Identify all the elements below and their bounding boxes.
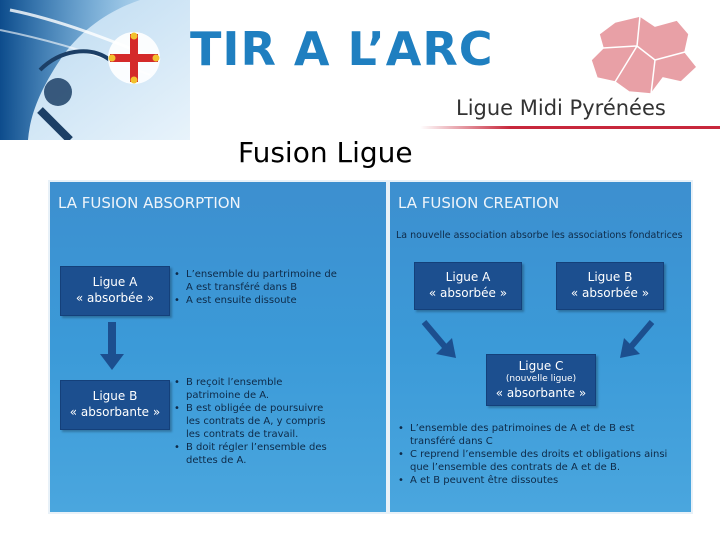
list-item: A et B peuvent être dissoutes bbox=[398, 474, 667, 487]
creation-bullets: L’ensemble des patrimoines de A et de B … bbox=[398, 422, 667, 487]
list-item: A est transféré dans B bbox=[186, 282, 298, 293]
ligue-underline bbox=[420, 126, 720, 129]
absorption-ligue-b-box: Ligue B « absorbante » bbox=[60, 380, 170, 430]
arrow-down-icon bbox=[100, 322, 124, 370]
list-item: que l’ensemble des contrats de A et de B… bbox=[410, 462, 621, 473]
list-item: B doit régler l’ensemble des bbox=[174, 441, 327, 454]
arrow-down-right-icon bbox=[421, 320, 456, 358]
box-role: « absorbée » bbox=[75, 291, 155, 305]
ligue-name: Ligue Midi Pyrénées bbox=[456, 96, 666, 120]
occitan-cross-icon bbox=[108, 32, 160, 84]
box-title: Ligue B bbox=[587, 270, 633, 285]
slide-title: Fusion Ligue bbox=[238, 136, 413, 169]
header-banner: TIR A L’ARC Ligue Midi Pyrénées bbox=[0, 0, 720, 140]
box-role: « absorbante » bbox=[69, 405, 161, 419]
list-item: L’ensemble des patrimoines de A et de B … bbox=[398, 422, 667, 435]
creation-ligue-c-box: Ligue C (nouvelle ligue) « absorbante » bbox=[486, 354, 596, 406]
archer-logo bbox=[0, 0, 190, 140]
brand-title: TIR A L’ARC bbox=[190, 22, 494, 76]
list-item: A est ensuite dissoute bbox=[174, 294, 337, 307]
list-item: dettes de A. bbox=[186, 455, 247, 466]
box-title: Ligue A bbox=[92, 275, 138, 290]
list-item: les contrats de travail. bbox=[186, 429, 299, 440]
list-item: C reprend l’ensemble des droits et oblig… bbox=[398, 448, 667, 461]
list-item: transféré dans C bbox=[410, 436, 493, 447]
arrow-down-left-icon bbox=[620, 320, 655, 358]
box-role: « absorbée » bbox=[428, 286, 508, 300]
fusion-diagram: LA FUSION ABSORPTION Ligue A « absorbée … bbox=[48, 180, 693, 514]
creation-subtitle: La nouvelle association absorbe les asso… bbox=[396, 230, 683, 241]
creation-heading: LA FUSION CREATION bbox=[398, 194, 560, 212]
box-title: Ligue A bbox=[445, 270, 491, 285]
box-role: « absorbante » bbox=[495, 385, 587, 400]
creation-ligue-a-box: Ligue A « absorbée » bbox=[414, 262, 522, 310]
absorption-heading: LA FUSION ABSORPTION bbox=[58, 194, 241, 212]
list-item: patrimoine de A. bbox=[186, 390, 270, 401]
absorption-ligue-a-box: Ligue A « absorbée » bbox=[60, 266, 170, 316]
box-note: (nouvelle ligue) bbox=[505, 374, 577, 385]
box-role: « absorbée » bbox=[570, 286, 650, 300]
list-item: L’ensemble du partrimoine de bbox=[174, 268, 337, 281]
list-item: les contrats de A, y compris bbox=[186, 416, 326, 427]
absorption-bullets-b: B reçoit l’ensemble patrimoine de A. B e… bbox=[174, 376, 327, 467]
list-item: B reçoit l’ensemble bbox=[174, 376, 327, 389]
region-map-icon bbox=[590, 15, 699, 95]
creation-ligue-b-box: Ligue B « absorbée » bbox=[556, 262, 664, 310]
creation-panel: LA FUSION CREATION La nouvelle associati… bbox=[390, 182, 691, 512]
absorption-bullets-a: L’ensemble du partrimoine de A est trans… bbox=[174, 268, 337, 307]
absorption-panel: LA FUSION ABSORPTION Ligue A « absorbée … bbox=[50, 182, 386, 512]
list-item: B est obligée de poursuivre bbox=[174, 402, 327, 415]
box-title: Ligue C bbox=[518, 358, 564, 373]
box-title: Ligue B bbox=[92, 389, 138, 404]
